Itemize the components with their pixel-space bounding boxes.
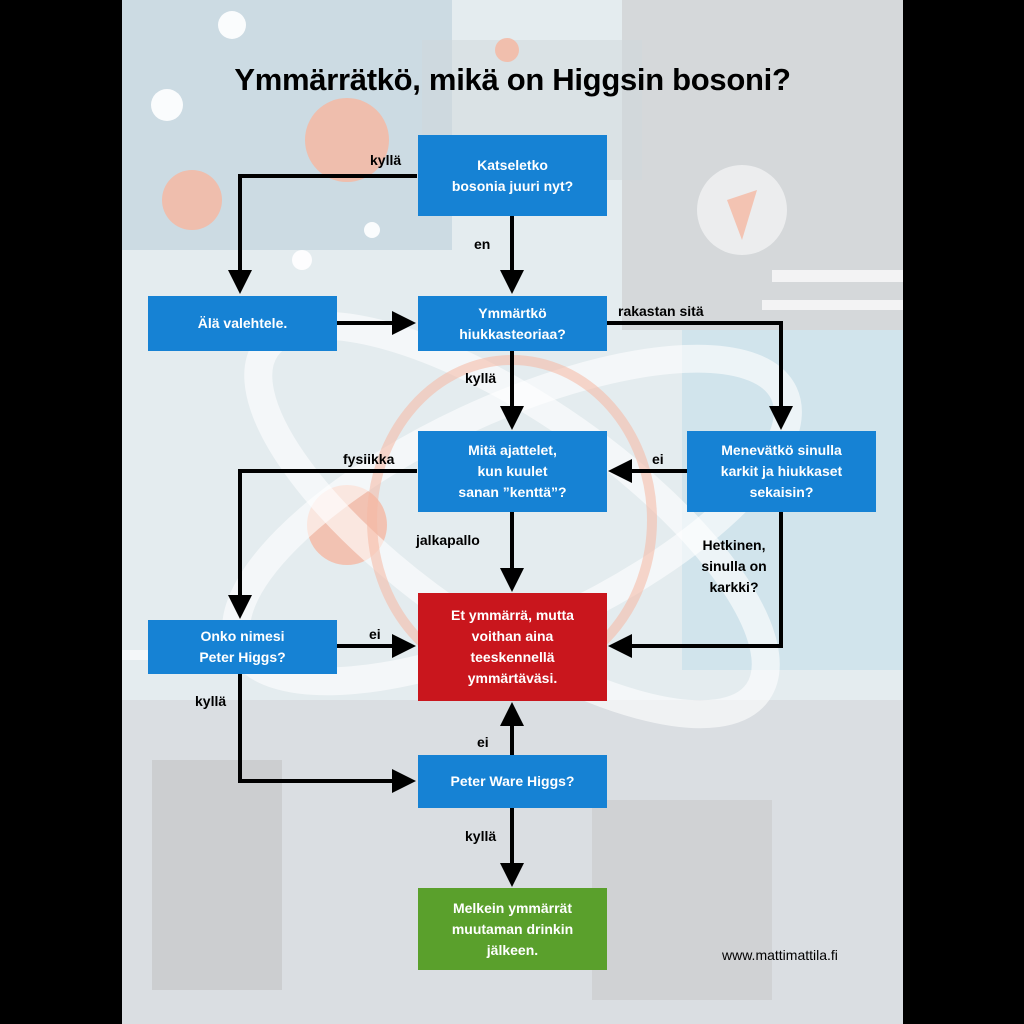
node-field-question: Mitä ajattelet, kun kuulet sanan ”kenttä… [418, 431, 607, 512]
label-yes-name: kyllä [195, 693, 227, 709]
label-no-candy: ei [652, 451, 664, 467]
arrow-watching-yes [228, 174, 417, 294]
arrow-field-physics [228, 469, 417, 619]
label-yes-theory: kyllä [465, 370, 497, 386]
label-physics: fysiikka [343, 451, 395, 467]
flow-connectors [228, 174, 793, 887]
flowchart-page: Ymmärrätkö, mikä on Higgsin bosoni? Kats… [122, 0, 903, 1024]
node-dont-lie: Älä valehtele. [148, 296, 337, 351]
label-yes-ware: kyllä [465, 828, 497, 844]
node-pretend-result: Et ymmärrä, mutta voithan aina teeskenne… [418, 593, 607, 701]
node-candy-mixup: Menevätkö sinulla karkit ja hiukkaset se… [687, 431, 876, 512]
arrow-candy-wait [608, 512, 783, 658]
website-credit: www.mattimattila.fi [722, 947, 838, 963]
label-football: jalkapallo [416, 532, 480, 548]
node-particle-theory: Ymmärtkö hiukkasteoriaa? [418, 296, 607, 351]
label-yes-watching: kyllä [370, 152, 402, 168]
arrow-theory-love [607, 321, 793, 430]
label-no-ware: ei [477, 734, 489, 750]
label-no-name: ei [369, 626, 381, 642]
node-almost-result: Melkein ymmärrät muutaman drinkin jälkee… [418, 888, 607, 970]
page-title: Ymmärrätkö, mikä on Higgsin bosoni? [234, 62, 791, 97]
label-love-it: rakastan sitä [618, 303, 704, 319]
node-peter-higgs: Onko nimesi Peter Higgs? [148, 620, 337, 674]
node-watching-boson: Katseletko bosonia juuri nyt? [418, 135, 607, 216]
node-peter-ware-higgs: Peter Ware Higgs? [418, 755, 607, 808]
label-wait-candy: Hetkinen, sinulla on karkki? [701, 537, 767, 595]
label-no-watching: en [474, 236, 491, 252]
arrow-name-yes [238, 674, 416, 793]
